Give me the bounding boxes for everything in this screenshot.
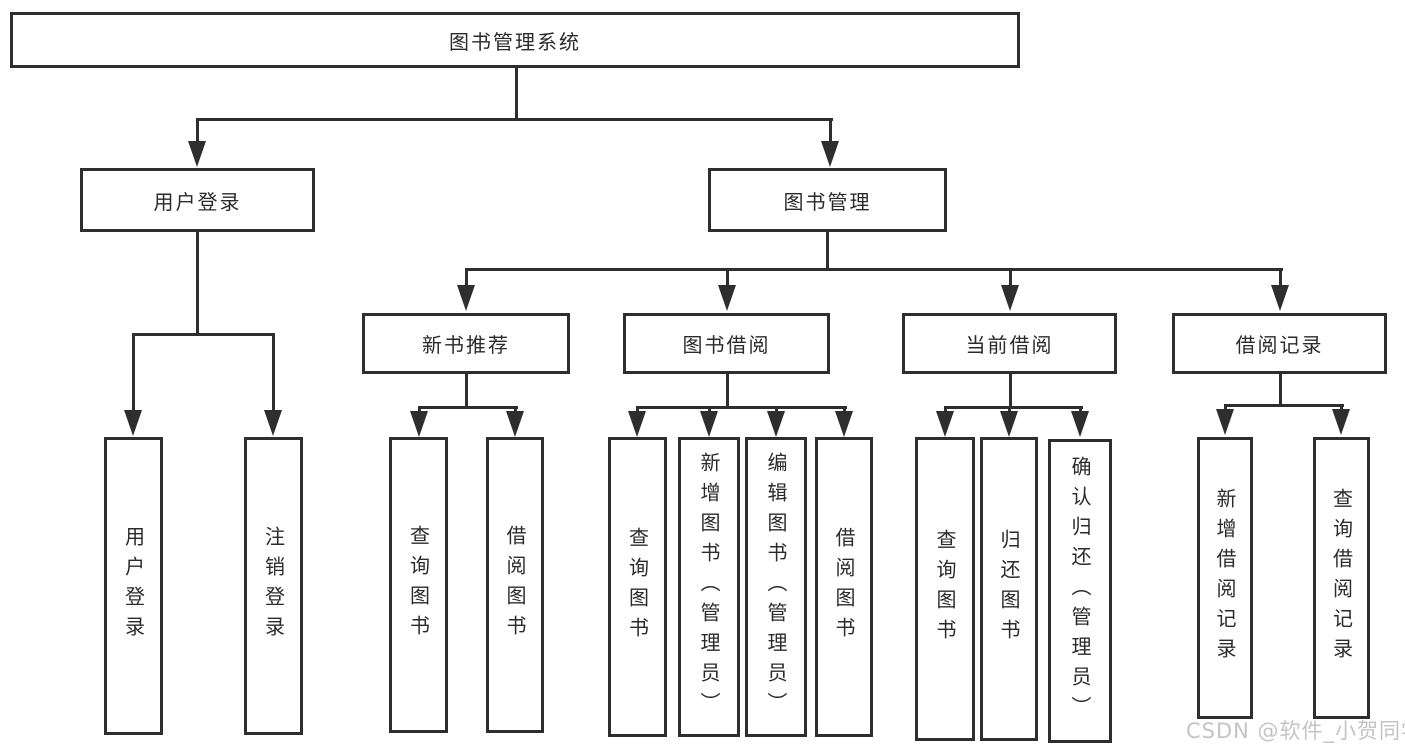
connector-line [196,229,199,335]
connector-line [514,406,517,414]
csdn-watermark: CSDN @软件_小贺同学 [1186,719,1405,743]
node-label: 新书推荐 [422,333,510,357]
connector-line [726,268,729,288]
connector-line [196,118,199,146]
connector-line [132,333,135,413]
node-new-book-recommend: 新书推荐 [362,313,570,374]
arrow-down-icon [1001,285,1019,311]
connector-line [1340,404,1343,412]
arrow-down-icon [821,141,839,167]
connector-line [1279,372,1282,406]
connector-line [132,333,275,336]
leaf-add-book-admin: 新增图书（管理员） [678,437,740,737]
arrow-down-icon [700,411,718,437]
connector-line [465,372,468,408]
connector-line [418,406,518,409]
leaf-label: 借阅图书 [832,527,856,647]
leaf-logout: 注销登录 [244,437,303,735]
leaf-label: 注销登录 [261,526,286,646]
connector-line [1279,268,1282,288]
node-root-label: 图书管理系统 [449,29,581,54]
connector-line [418,406,421,414]
leaf-label: 查询图书 [933,529,957,649]
connector-line [1009,268,1012,288]
leaf-label: 新增图书（管理员） [697,452,721,722]
leaf-label: 查询图书 [406,525,431,645]
leaf-label: 确认归还（管理员） [1068,456,1092,726]
connector-line [272,333,275,413]
leaf-borrow-books: 借阅图书 [815,437,873,737]
arrow-down-icon [1216,409,1234,435]
connector-line [726,372,729,408]
connector-line [944,406,1083,409]
arrow-down-icon [835,411,853,437]
connector-line [775,406,778,414]
connector-line [196,118,833,121]
connector-line [1079,406,1082,414]
connector-line [636,406,639,414]
arrow-down-icon [457,285,475,311]
leaf-query-books: 查询图书 [915,437,975,741]
leaf-query-borrow-record: 查询借阅记录 [1313,437,1370,719]
connector-line [515,68,518,120]
leaf-label: 新增借阅记录 [1213,488,1237,668]
node-root: 图书管理系统 [10,12,1020,68]
leaf-label: 归还图书 [997,529,1021,649]
leaf-label: 查询图书 [625,527,650,647]
node-label: 图书管理 [783,189,872,214]
node-borrow-records: 借阅记录 [1172,313,1387,374]
leaf-add-borrow-record: 新增借阅记录 [1197,437,1253,719]
arrow-down-icon [188,141,206,167]
leaf-label: 编辑图书（管理员） [764,452,788,722]
arrow-down-icon [767,411,785,437]
leaf-user-login: 用户登录 [104,437,163,735]
leaf-borrow-books: 借阅图书 [486,437,544,733]
connector-line [465,268,468,288]
leaf-query-books: 查询图书 [608,437,667,737]
connector-line [826,229,829,270]
leaf-return-book: 归还图书 [980,437,1038,741]
arrow-down-icon [1271,285,1289,311]
node-label: 用户登录 [153,189,242,214]
connector-line [829,118,832,146]
connector-line [1224,404,1227,412]
arrow-down-icon [718,285,736,311]
connector-line [1008,406,1011,414]
connector-line [1224,404,1344,407]
arrow-down-icon [936,411,954,437]
connector-line [465,268,1283,271]
leaf-label: 查询借阅记录 [1329,488,1354,668]
arrow-down-icon [1071,411,1089,437]
node-book-management: 图书管理 [708,168,947,232]
leaf-label: 借阅图书 [503,525,527,645]
node-label: 借阅记录 [1235,333,1324,357]
arrow-down-icon [124,410,142,436]
arrow-down-icon [410,411,428,437]
connector-line [636,406,847,409]
node-user-login: 用户登录 [80,168,315,232]
node-book-borrow: 图书借阅 [623,313,830,374]
leaf-confirm-return-admin: 确认归还（管理员） [1048,439,1112,743]
arrow-down-icon [1332,409,1350,435]
arrow-down-icon [506,411,524,437]
connector-line [843,406,846,414]
connector-line [708,406,711,414]
leaf-query-books: 查询图书 [389,437,448,733]
arrow-down-icon [1000,411,1018,437]
node-label: 当前借阅 [965,333,1054,357]
node-current-borrow: 当前借阅 [902,313,1117,374]
connector-line [1009,372,1012,408]
leaf-edit-book-admin: 编辑图书（管理员） [745,437,807,737]
connector-line [944,406,947,414]
node-label: 图书借阅 [682,333,771,357]
arrow-down-icon [628,411,646,437]
leaf-label: 用户登录 [121,526,146,646]
arrow-down-icon [264,410,282,436]
